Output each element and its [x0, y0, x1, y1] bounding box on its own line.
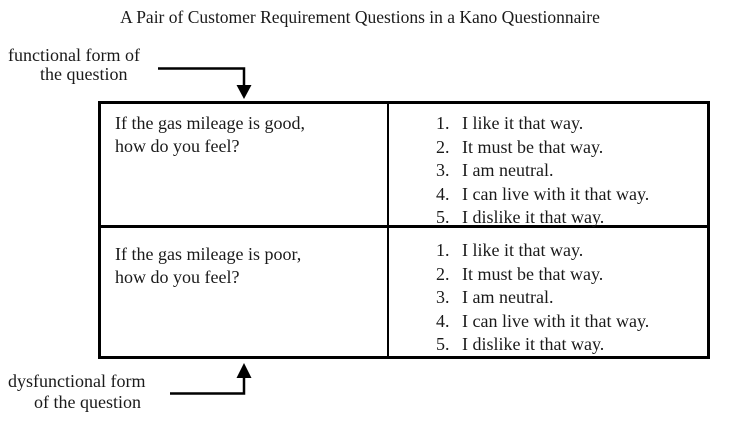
option-text: I dislike it that way.: [462, 207, 605, 227]
option-item: 5. I dislike it that way.: [436, 206, 707, 230]
option-text: I am neutral.: [462, 160, 554, 180]
option-item: 2. It must be that way.: [436, 136, 707, 160]
option-item: 2. It must be that way.: [436, 263, 707, 287]
dysfunctional-form-label-line1: dysfunctional form: [8, 371, 146, 391]
functional-form-label: functional form of the question: [8, 46, 140, 84]
functional-question-line1: If the gas mileage is good,: [115, 113, 305, 133]
dysfunctional-form-label-line2: of the question: [34, 392, 141, 412]
arrow-up-icon: [236, 363, 252, 378]
option-text: I like it that way.: [462, 113, 584, 133]
dysfunctional-options-cell: 1. I like it that way. 2. It must be tha…: [389, 228, 707, 357]
option-number: 1.: [436, 113, 450, 133]
option-text: I dislike it that way.: [462, 334, 605, 354]
option-number: 2.: [436, 263, 450, 284]
functional-arrow: [158, 67, 252, 99]
functional-form-label-line2: the question: [40, 64, 128, 84]
option-item: 4. I can live with it that way.: [436, 183, 707, 207]
option-number: 3.: [436, 287, 450, 307]
option-item: 1. I like it that way.: [436, 112, 707, 136]
dysfunctional-question-cell: If the gas mileage is poor, how do you f…: [101, 228, 389, 357]
functional-form-label-line1: functional form of: [8, 45, 140, 65]
option-item: 1. I like it that way.: [436, 239, 707, 263]
option-text: I can live with it that way.: [462, 310, 650, 331]
functional-question-line2: how do you feel?: [115, 136, 240, 156]
option-text: I am neutral.: [462, 287, 554, 307]
option-number: 3.: [436, 160, 450, 180]
option-number: 5.: [436, 334, 450, 354]
option-text: It must be that way.: [462, 263, 604, 284]
option-item: 4. I can live with it that way.: [436, 310, 707, 334]
dysfunctional-arrow: [170, 363, 252, 395]
dysfunctional-question-line2: how do you feel?: [115, 267, 240, 287]
questionnaire-table: If the gas mileage is good, how do you f…: [98, 101, 710, 359]
option-text: I like it that way.: [462, 240, 584, 260]
option-number: 1.: [436, 240, 450, 260]
functional-options-cell: 1. I like it that way. 2. It must be tha…: [389, 104, 707, 228]
option-text: I can live with it that way.: [462, 183, 650, 204]
figure-title: A Pair of Customer Requirement Questions…: [120, 7, 600, 27]
dysfunctional-form-label: dysfunctional form of the question: [8, 371, 145, 413]
option-item: 3. I am neutral.: [436, 159, 707, 183]
option-number: 4.: [436, 310, 450, 331]
option-item: 5. I dislike it that way.: [436, 333, 707, 357]
option-text: It must be that way.: [462, 136, 604, 157]
arrow-down-icon: [236, 85, 252, 99]
option-number: 5.: [436, 207, 450, 227]
dysfunctional-question-line1: If the gas mileage is poor,: [115, 244, 302, 264]
functional-question-cell: If the gas mileage is good, how do you f…: [101, 104, 389, 228]
option-number: 2.: [436, 136, 450, 157]
option-item: 3. I am neutral.: [436, 286, 707, 310]
option-number: 4.: [436, 183, 450, 204]
